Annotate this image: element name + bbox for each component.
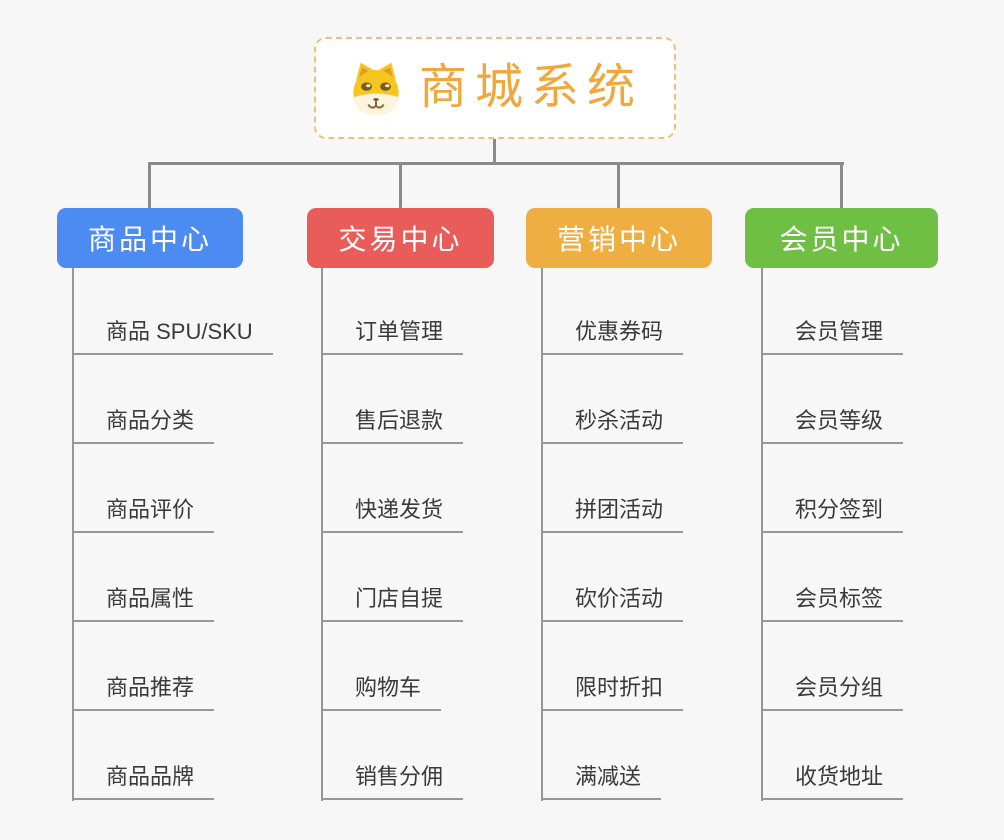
leaf-node[interactable]: 商品属性 <box>72 584 215 622</box>
branch-marketing-center[interactable]: 营销中心 <box>526 208 712 268</box>
branch-drop-line <box>617 162 620 208</box>
leaf-node[interactable]: 商品 SPU/SKU <box>72 317 273 355</box>
leaf-node[interactable]: 满减送 <box>541 762 662 800</box>
leaf-node[interactable]: 销售分佣 <box>321 762 464 800</box>
branch-trade-center[interactable]: 交易中心 <box>307 208 494 268</box>
branch-bus-line <box>148 162 844 165</box>
leaf-trunk-line <box>541 268 543 801</box>
leaf-node[interactable]: 会员等级 <box>761 406 904 444</box>
leaf-node[interactable]: 会员标签 <box>761 584 904 622</box>
leaf-node[interactable]: 砍价活动 <box>541 584 684 622</box>
branch-product-center[interactable]: 商品中心 <box>57 208 243 268</box>
branch-member-center[interactable]: 会员中心 <box>745 208 938 268</box>
branch-label: 交易中心 <box>338 224 463 255</box>
leaf-node[interactable]: 商品品牌 <box>72 762 215 800</box>
branch-label: 营销中心 <box>556 224 681 255</box>
branch-drop-line <box>399 162 402 208</box>
leaf-node[interactable]: 秒杀活动 <box>541 406 684 444</box>
leaf-trunk-line <box>321 268 323 801</box>
leaf-node[interactable]: 门店自提 <box>321 584 464 622</box>
doge-icon <box>353 62 399 116</box>
root-node[interactable]: 商城系统 <box>314 37 676 139</box>
leaf-node[interactable]: 限时折扣 <box>541 673 684 711</box>
leaf-node[interactable]: 快递发货 <box>321 495 464 533</box>
leaf-node[interactable]: 购物车 <box>321 673 442 711</box>
leaf-trunk-line <box>72 268 74 801</box>
leaf-node[interactable]: 商品推荐 <box>72 673 215 711</box>
leaf-trunk-line <box>761 268 763 801</box>
branch-label: 商品中心 <box>87 224 212 255</box>
leaf-node[interactable]: 售后退款 <box>321 406 464 444</box>
leaf-node[interactable]: 优惠券码 <box>541 317 684 355</box>
leaf-node[interactable]: 收货地址 <box>761 762 904 800</box>
leaf-node[interactable]: 商品评价 <box>72 495 215 533</box>
root-node-title: 商城系统 <box>418 61 643 114</box>
leaf-node[interactable]: 会员分组 <box>761 673 904 711</box>
branch-drop-line <box>840 162 843 208</box>
leaf-node[interactable]: 拼团活动 <box>541 495 684 533</box>
leaf-node[interactable]: 会员管理 <box>761 317 904 355</box>
leaf-node[interactable]: 商品分类 <box>72 406 215 444</box>
leaf-node[interactable]: 订单管理 <box>321 317 464 355</box>
branch-label: 会员中心 <box>779 224 904 255</box>
branch-drop-line <box>148 162 151 208</box>
leaf-node[interactable]: 积分签到 <box>761 495 904 533</box>
root-connector-line <box>493 139 496 165</box>
